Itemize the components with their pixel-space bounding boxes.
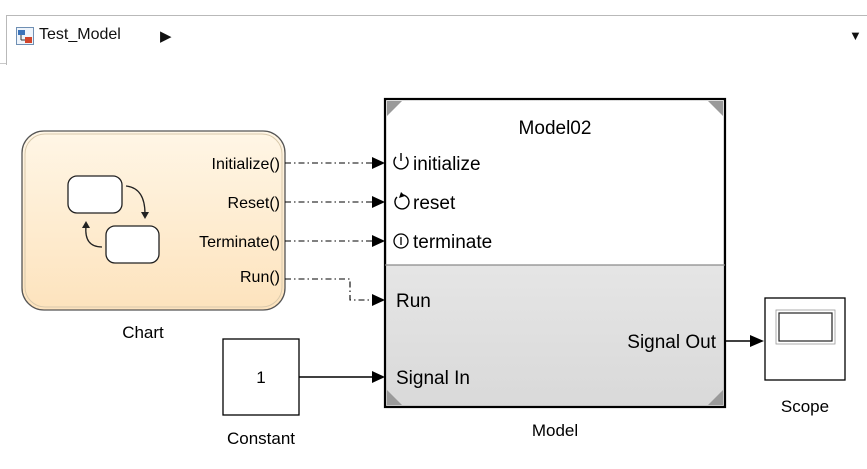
right-triangle-icon[interactable]: ▶ <box>160 28 172 45</box>
arrowheads <box>372 157 764 383</box>
scope-block[interactable] <box>764 297 846 381</box>
model-port-initialize: initialize <box>413 154 481 175</box>
model-port-terminate: terminate <box>413 232 492 253</box>
chart-port-initialize: Initialize() <box>212 156 280 173</box>
breadcrumb-bar: Test_Model ▶ ▼ <box>0 0 867 65</box>
chart-block[interactable]: Initialize() Reset() Terminate() Run() <box>21 130 286 311</box>
terminate-icon <box>393 233 409 249</box>
model-block-title: Model02 <box>519 118 592 139</box>
chart-port-terminate: Terminate() <box>199 234 280 251</box>
model-port-signal-out: Signal Out <box>627 332 716 353</box>
constant-block-name: Constant <box>227 429 295 448</box>
function-call-lines <box>285 162 372 301</box>
model-block[interactable]: Model02 initialize reset terminate Run S… <box>383 97 727 409</box>
breadcrumb-frame <box>6 15 867 65</box>
model-port-signal-in: Signal In <box>396 368 470 389</box>
model-icon[interactable] <box>16 27 34 45</box>
signal-lines <box>299 340 750 378</box>
chart-port-reset: Reset() <box>228 195 280 212</box>
power-icon <box>393 153 409 170</box>
stateflow-icon <box>67 175 160 264</box>
scope-block-name: Scope <box>781 397 829 416</box>
chart-block-name: Chart <box>122 323 164 342</box>
model-port-run: Run <box>396 291 431 312</box>
down-triangle-icon[interactable]: ▼ <box>849 28 862 43</box>
constant-value: 1 <box>256 368 265 387</box>
model-port-reset: reset <box>413 193 456 214</box>
breadcrumb-model-name[interactable]: Test_Model <box>39 26 121 43</box>
model-block-name: Model <box>532 421 578 440</box>
constant-block[interactable]: 1 <box>222 338 300 416</box>
reset-icon <box>394 192 410 210</box>
chart-port-run: Run() <box>240 269 280 286</box>
